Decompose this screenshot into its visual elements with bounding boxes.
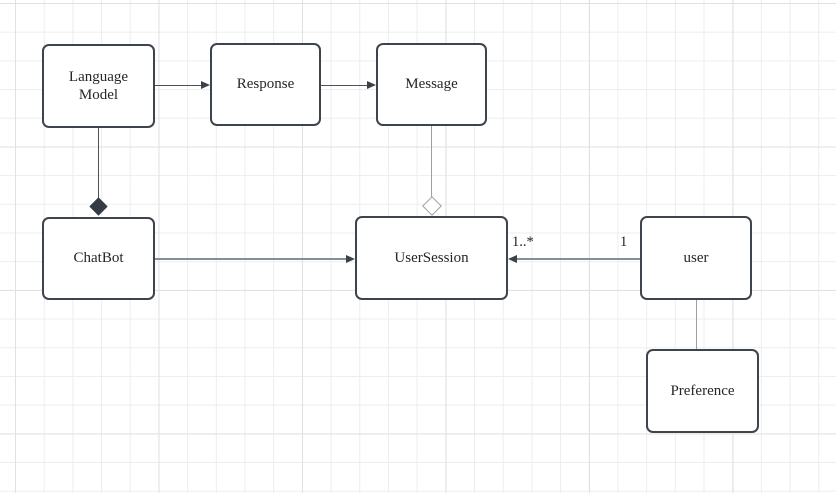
edge-line[interactable] [155, 258, 346, 260]
arrowhead-right-icon [346, 254, 355, 263]
edge-line[interactable] [695, 300, 697, 349]
class-box-response[interactable]: Response [210, 43, 321, 126]
class-box-usersession[interactable]: UserSession [355, 216, 508, 300]
class-box-label: Message [405, 76, 458, 93]
multiplicity-label-usersession[interactable]: 1..* [512, 234, 534, 250]
class-box-user[interactable]: user [640, 216, 752, 300]
class-box-chatbot[interactable]: ChatBot [42, 217, 155, 300]
class-box-preference[interactable]: Preference [646, 349, 759, 433]
class-box-label: Preference [670, 382, 735, 399]
class-box-label: Response [236, 76, 295, 93]
class-box-language-model[interactable]: Language Model [42, 44, 155, 128]
edge-line[interactable] [97, 128, 99, 199]
multiplicity-label-user[interactable]: 1 [620, 234, 628, 250]
class-box-label: user [683, 249, 709, 266]
class-box-label: Language Model [68, 68, 129, 103]
edge-line[interactable] [321, 84, 367, 86]
aggregation-diamond-icon [421, 195, 442, 216]
class-box-label: ChatBot [73, 250, 124, 267]
composition-diamond-icon [89, 197, 108, 216]
arrowhead-right-icon [367, 81, 376, 89]
class-box-label: UserSession [394, 249, 469, 266]
arrowhead-right-icon [201, 81, 210, 89]
edge-line[interactable] [517, 258, 640, 260]
arrowhead-left-icon [508, 254, 517, 263]
edge-line[interactable] [155, 84, 201, 86]
edge-line[interactable] [430, 126, 433, 197]
class-box-message[interactable]: Message [376, 43, 487, 126]
